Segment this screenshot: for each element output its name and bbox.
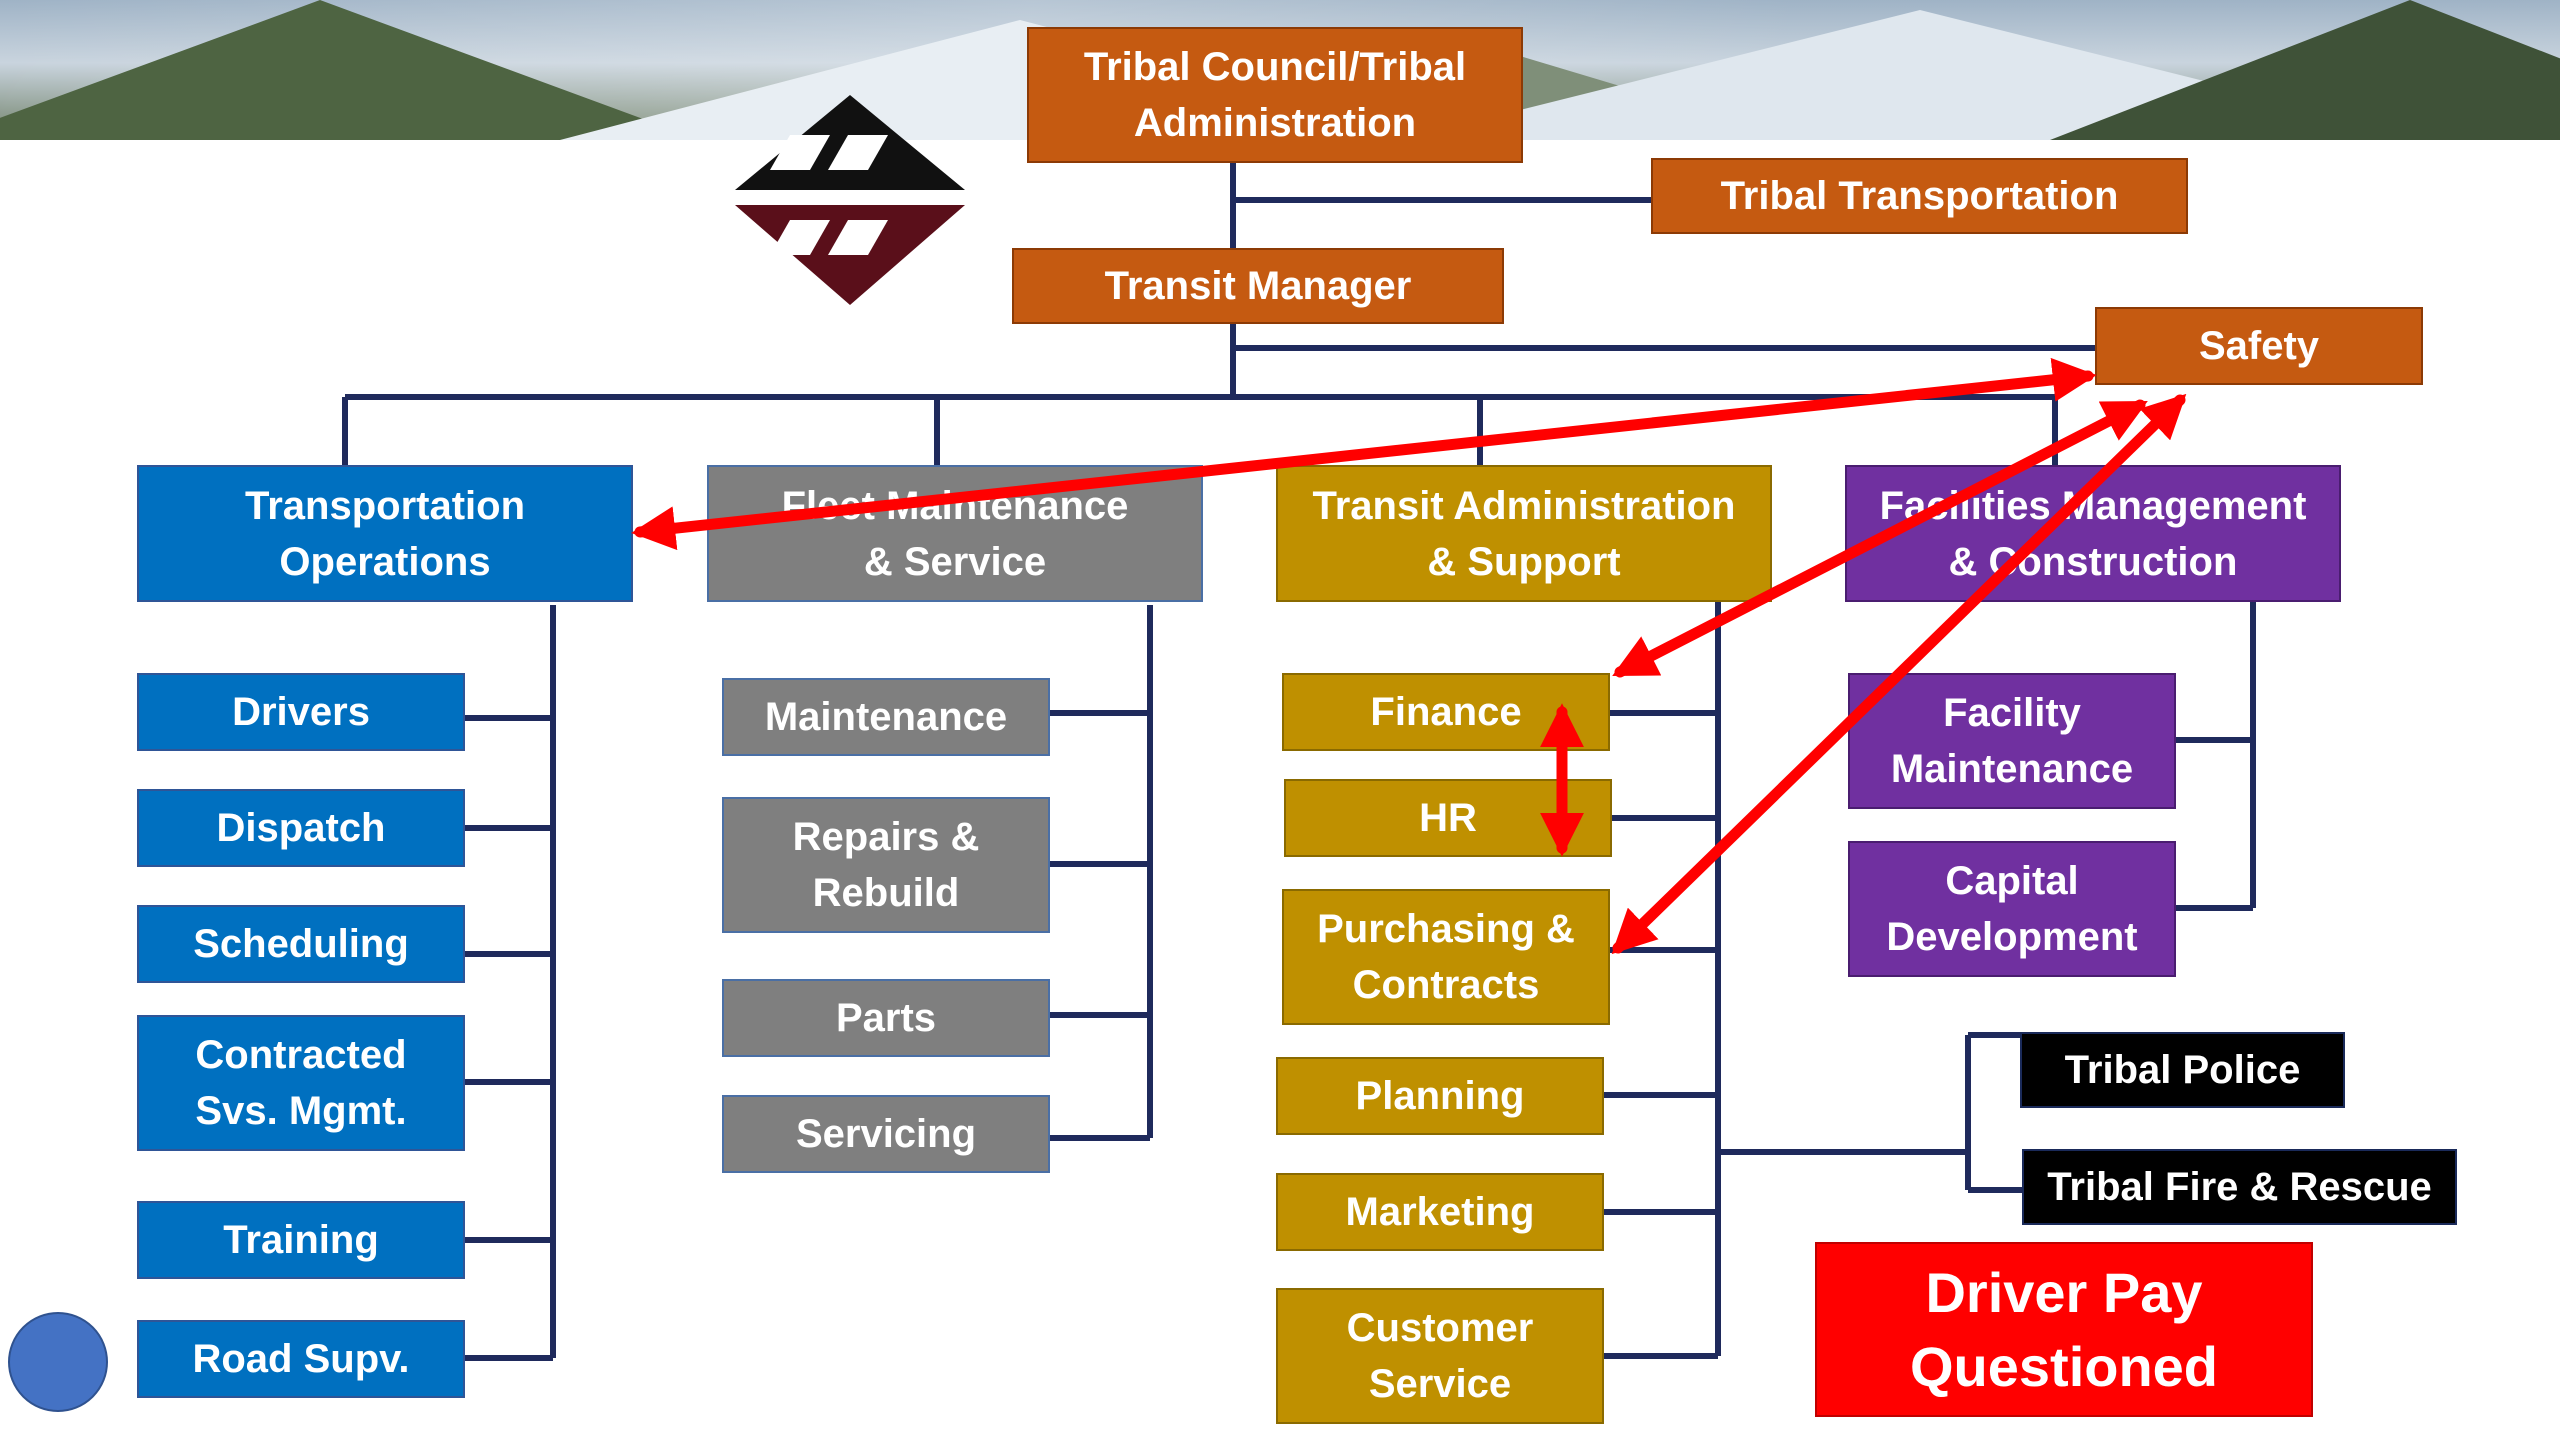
hr-box: HR	[1284, 779, 1612, 857]
marketing-box: Marketing	[1276, 1173, 1604, 1251]
capital-development-box: Capital Development	[1848, 841, 2176, 977]
servicing-box: Servicing	[722, 1095, 1050, 1173]
contracted-services-box: Contracted Svs. Mgmt.	[137, 1015, 465, 1151]
tribal-council-box: Tribal Council/Tribal Administration	[1027, 27, 1523, 163]
finance-box: Finance	[1282, 673, 1610, 751]
facility-maintenance-box: Facility Maintenance	[1848, 673, 2176, 809]
purchasing-contracts-box: Purchasing & Contracts	[1282, 889, 1610, 1025]
slide-marker-dot	[8, 1312, 108, 1412]
tribal-fire-rescue-box: Tribal Fire & Rescue	[2022, 1149, 2457, 1225]
safety-box: Safety	[2095, 307, 2423, 385]
dispatch-box: Dispatch	[137, 789, 465, 867]
transportation-operations-box: Transportation Operations	[137, 465, 633, 602]
repairs-rebuild-box: Repairs & Rebuild	[722, 797, 1050, 933]
customer-service-box: Customer Service	[1276, 1288, 1604, 1424]
tribal-police-box: Tribal Police	[2020, 1032, 2345, 1108]
tribal-transportation-box: Tribal Transportation	[1651, 158, 2188, 234]
transit-manager-box: Transit Manager	[1012, 248, 1504, 324]
fleet-maintenance-box: Fleet Maintenance & Service	[707, 465, 1203, 602]
mountain-banner	[0, 0, 2560, 140]
road-supervision-box: Road Supv.	[137, 1320, 465, 1398]
training-box: Training	[137, 1201, 465, 1279]
transit-administration-box: Transit Administration & Support	[1276, 465, 1772, 602]
transit-logo	[735, 95, 965, 305]
planning-box: Planning	[1276, 1057, 1604, 1135]
scheduling-box: Scheduling	[137, 905, 465, 983]
facilities-management-box: Facilities Management & Construction	[1845, 465, 2341, 602]
driver-pay-callout: Driver Pay Questioned	[1815, 1242, 2313, 1417]
drivers-box: Drivers	[137, 673, 465, 751]
parts-box: Parts	[722, 979, 1050, 1057]
maintenance-box: Maintenance	[722, 678, 1050, 756]
